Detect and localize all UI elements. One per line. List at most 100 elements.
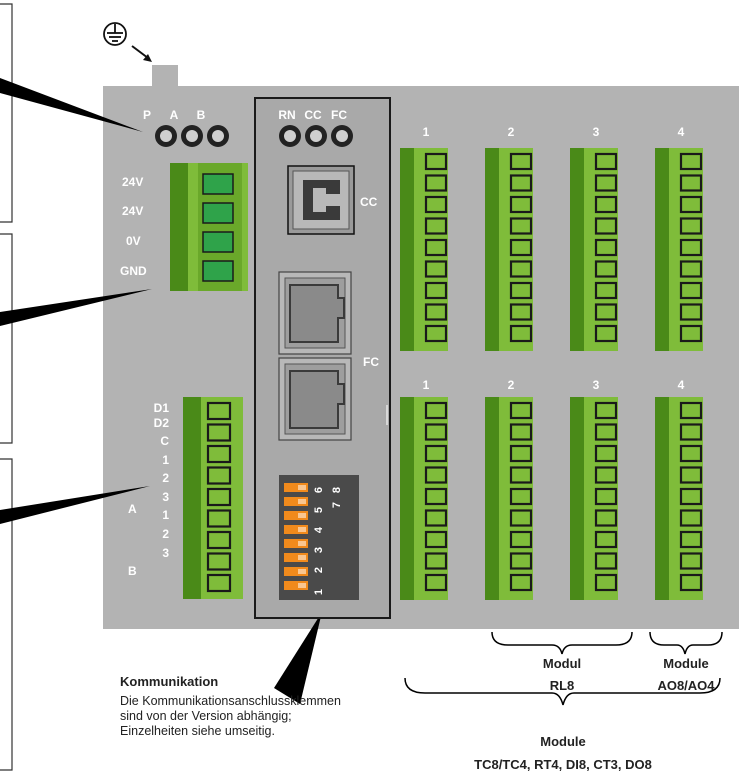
slot-terminal-cell [509,401,533,420]
slot-terminal-cell [594,238,618,257]
led-label-p: P [143,108,151,122]
slot-terminal-cell [424,466,448,484]
slot-number-top: 3 [593,125,600,139]
cc-port [287,165,355,235]
module-slot [655,148,703,351]
comm-led-group: RN CC FC [278,108,353,147]
io-terminal-cell [206,487,232,507]
slot-terminal-cell [679,174,703,192]
slot-terminal-cell [594,217,618,235]
slot-terminal-cell [679,303,703,321]
dip-number: 1 [313,589,325,595]
power-terminal [170,163,248,291]
io-terminal-cell [206,509,232,528]
slot-terminal-cell [509,303,533,321]
slot-terminal-cell [594,174,618,192]
slot-terminal-cell [509,509,533,527]
port-label-cc: CC [360,195,378,209]
module-slot [655,397,703,600]
slot-terminal-cell [424,195,448,214]
io-terminal-cell [206,466,232,485]
slot-terminal-cell [424,423,448,441]
slot-terminal-cell [594,530,618,549]
slot-terminal-cell [679,466,703,484]
slot-terminal-cell [424,324,448,343]
module-ao-line-1: Module [663,656,709,671]
io-label: 1 [162,453,169,467]
io-label: C [160,434,169,448]
slot-terminal-cell [424,303,448,321]
module-slot [400,397,448,600]
slot-terminal-cell [679,281,703,300]
slot-terminal-cell [679,487,703,506]
slot-terminal-cell [594,573,618,592]
slot-terminal-cell [424,573,448,592]
power-label-0v: 0V [126,234,141,248]
module-rl8-line-2: RL8 [550,678,575,693]
dip-switch-toggle [284,497,308,506]
dip-number: 3 [313,547,325,553]
io-label: 2 [162,527,169,541]
slot-number-bottom: 3 [593,378,600,392]
slot-terminal-cell [424,487,448,506]
slot-terminal-cell [679,152,703,171]
brace-all [404,677,721,706]
dip-switch-toggle [284,581,308,590]
slot-number-bottom: 1 [423,378,430,392]
dip-switch [279,475,359,600]
earth-tab [152,65,178,87]
slot-terminal-cell [594,466,618,484]
slot-terminal-cell [679,573,703,592]
io-label: D2 [154,416,170,430]
io-label: 1 [162,508,169,522]
slot-terminal-cell [679,217,703,235]
power-label-gnd: GND [120,264,147,278]
arrow-icon [131,45,152,62]
dip-switch-toggle [284,483,308,492]
slot-terminal-cell [509,444,533,463]
io-label: 3 [162,546,169,560]
dip-number: 6 [313,487,325,493]
slot-terminal-cell [509,195,533,214]
io-terminal [183,397,243,599]
slot-terminal-cell [424,217,448,235]
slot-terminal-cell [509,152,533,171]
callout-pointers [0,78,322,704]
slot-terminal-cell [509,423,533,441]
slot-terminal-cell [509,217,533,235]
slot-terminal-cell [509,238,533,257]
io-label: 3 [162,490,169,504]
slot-number-top: 1 [423,125,430,139]
io-terminal-cell [206,552,232,571]
slot-terminal-cell [509,324,533,343]
fc-port-1 [278,271,352,355]
slot-terminal-cell [594,324,618,343]
io-group-label-b: B [128,564,137,578]
dip-switch-toggle [284,539,308,548]
io-terminal-cell [206,444,232,464]
slot-terminal-cell [594,303,618,321]
dip-number: 5 [313,507,325,513]
led-label-cc: CC [304,108,322,122]
brace-ao [649,631,723,655]
slot-terminal-cell [509,281,533,300]
dip-number: 2 [313,567,325,573]
slot-terminal-cell [594,552,618,570]
module-slot [400,148,448,351]
module-slot [485,148,533,351]
module-all-line-1: Module [540,734,586,749]
module-slot [485,397,533,600]
module-slot-group [400,148,703,600]
slot-terminal-cell [594,152,618,171]
module-rl8-line-1: Modul [543,656,581,671]
slot-terminal-cell [679,195,703,214]
slot-terminal-cell [424,401,448,420]
slot-terminal-cell [509,487,533,506]
slot-number-top: 4 [678,125,685,139]
power-label-24v-1: 24V [122,175,143,189]
ground-icon [103,22,127,46]
